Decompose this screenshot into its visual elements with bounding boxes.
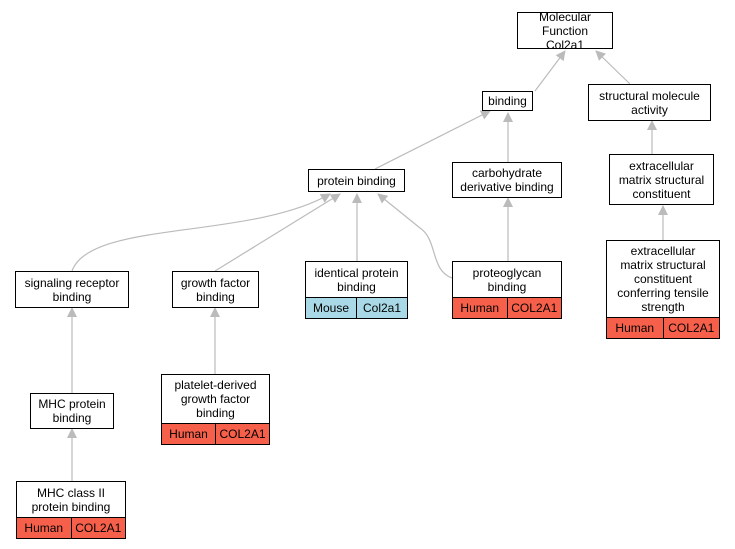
mhc2-annotation: Human COL2A1: [17, 517, 125, 538]
node-ecm-tensile-strength[interactable]: extracellular matrix structural constitu…: [606, 240, 720, 339]
structural-label: structural molecule activity: [599, 88, 700, 117]
node-pdgf-binding[interactable]: platelet-derived growth factor binding H…: [161, 374, 270, 445]
edge-growth-protein: [214, 193, 341, 272]
species-tag: Human: [162, 424, 215, 444]
edge-structural-root: [595, 50, 631, 85]
mhc2-label: MHC class II protein binding: [31, 485, 111, 514]
growth-label: growth factor binding: [180, 275, 251, 304]
pdgf-annotation: Human COL2A1: [162, 423, 269, 444]
gene-tag: Col2a1: [356, 298, 407, 318]
edge-signaling-protein: [71, 193, 331, 272]
carbo-label: carbohydrate derivative binding: [460, 166, 554, 194]
root-label: Molecular Function Col2a1: [518, 9, 612, 52]
ecm-tensile-annotation: Human COL2A1: [607, 317, 719, 338]
binding-label: binding: [488, 94, 527, 108]
node-molecular-function-root[interactable]: Molecular Function Col2a1: [517, 9, 613, 52]
ecm-tensile-label: extracellular matrix structural constitu…: [617, 244, 709, 314]
node-growth-factor-binding[interactable]: growth factor binding: [172, 271, 259, 308]
proteoglycan-annotation: Human COL2A1: [453, 297, 561, 318]
pdgf-label: platelet-derived growth factor binding: [174, 378, 257, 420]
species-tag: Human: [607, 318, 663, 338]
edge-protein-binding: [374, 110, 491, 170]
node-binding[interactable]: binding: [482, 91, 533, 111]
proteoglycan-label: proteoglycan binding: [472, 265, 542, 294]
gene-tag: COL2A1: [215, 424, 269, 444]
mhc-label: MHC protein binding: [38, 397, 106, 425]
node-proteoglycan-binding[interactable]: proteoglycan binding Human COL2A1: [452, 261, 562, 319]
node-identical-protein-binding[interactable]: identical protein binding Mouse Col2a1: [305, 261, 408, 319]
identical-annotation: Mouse Col2a1: [306, 297, 407, 318]
signaling-label: signaling receptor binding: [24, 275, 120, 304]
gene-tag: COL2A1: [662, 318, 719, 338]
node-mhc-class-ii-protein-binding[interactable]: MHC class II protein binding Human COL2A…: [16, 481, 126, 539]
node-signaling-receptor-binding[interactable]: signaling receptor binding: [15, 271, 129, 308]
node-ecm-structural-constituent[interactable]: extracellular matrix structural constitu…: [609, 154, 714, 205]
node-structural-molecule-activity[interactable]: structural molecule activity: [588, 84, 711, 121]
node-mhc-protein-binding[interactable]: MHC protein binding: [30, 393, 114, 429]
species-tag: Human: [17, 518, 71, 538]
ecm-label: extracellular matrix structural constitu…: [618, 158, 705, 201]
root-label-line1: Molecular Function: [538, 9, 592, 38]
species-tag: Mouse: [306, 298, 356, 318]
root-label-line2: Col2a1: [545, 37, 585, 52]
gene-tag: COL2A1: [70, 518, 125, 538]
gene-tag: COL2A1: [506, 298, 561, 318]
edge-binding-root: [534, 50, 566, 92]
node-protein-binding[interactable]: protein binding: [308, 169, 405, 192]
protein-label: protein binding: [317, 173, 396, 188]
species-tag: Human: [453, 298, 507, 318]
identical-label: identical protein binding: [314, 265, 399, 294]
node-carbohydrate-derivative-binding[interactable]: carbohydrate derivative binding: [452, 162, 562, 198]
edge-proteoglycan-protein: [377, 193, 453, 279]
